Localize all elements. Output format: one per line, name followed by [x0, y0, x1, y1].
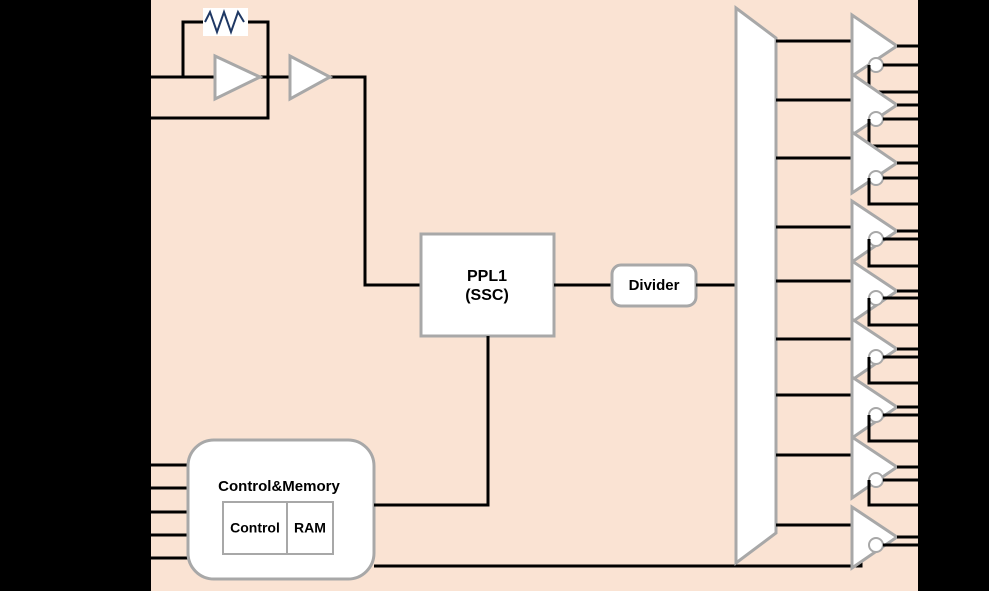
driver-5-invert-bubble	[868, 290, 884, 306]
driver-7-out-n-stub	[867, 415, 918, 443]
driver-8-out-n-stub	[867, 480, 918, 507]
oscillator-wiring	[151, 20, 421, 287]
resistor-icon	[204, 8, 245, 36]
output-driver-3[interactable]	[776, 129, 918, 206]
osc-amp-2[interactable]	[288, 53, 334, 102]
pll-label-line1: PPL1	[467, 268, 507, 285]
osc-to-pll-wire	[327, 75, 421, 287]
driver-5-out-n-stub	[867, 298, 918, 327]
pll-label-line2: (SSC)	[465, 287, 509, 304]
pll-block[interactable]	[419, 232, 556, 338]
driver-6-out-n-stub	[867, 357, 918, 385]
driver-3-invert-bubble	[868, 170, 884, 186]
driver-7-invert-bubble	[868, 407, 884, 423]
mux-block[interactable]	[734, 5, 778, 566]
osc-amp-1[interactable]	[213, 53, 264, 102]
control-to-pll-wire	[374, 336, 490, 507]
output-driver-7[interactable]	[776, 374, 918, 443]
output-driver-8[interactable]	[776, 434, 918, 507]
output-driver-1[interactable]	[776, 12, 918, 94]
driver-2-invert-bubble	[868, 111, 884, 127]
ram-subblock-label: RAM	[294, 520, 326, 536]
feedback-bottom-wire	[151, 77, 270, 120]
output-driver-9[interactable]	[776, 504, 918, 571]
driver-1-invert-bubble	[868, 57, 884, 73]
output-driver-2[interactable]	[776, 71, 918, 148]
driver-4-invert-bubble	[868, 231, 884, 247]
driver-3-out-n-stub	[867, 178, 918, 206]
driver-8-invert-bubble	[868, 472, 884, 488]
output-driver-4[interactable]	[776, 198, 918, 268]
driver-6-invert-bubble	[868, 349, 884, 365]
ram-subblock[interactable]	[286, 501, 334, 555]
feedback-resistor	[203, 8, 248, 36]
output-driver-5[interactable]	[776, 258, 918, 327]
control-subblock-label: Control	[230, 520, 280, 536]
output-driver-group	[776, 12, 918, 571]
control-memory-title: Control&Memory	[218, 478, 340, 495]
divider-label: Divider	[629, 277, 680, 294]
output-driver-6[interactable]	[776, 316, 918, 385]
driver-4-out-n-stub	[867, 239, 918, 268]
driver-9-invert-bubble	[868, 537, 884, 553]
